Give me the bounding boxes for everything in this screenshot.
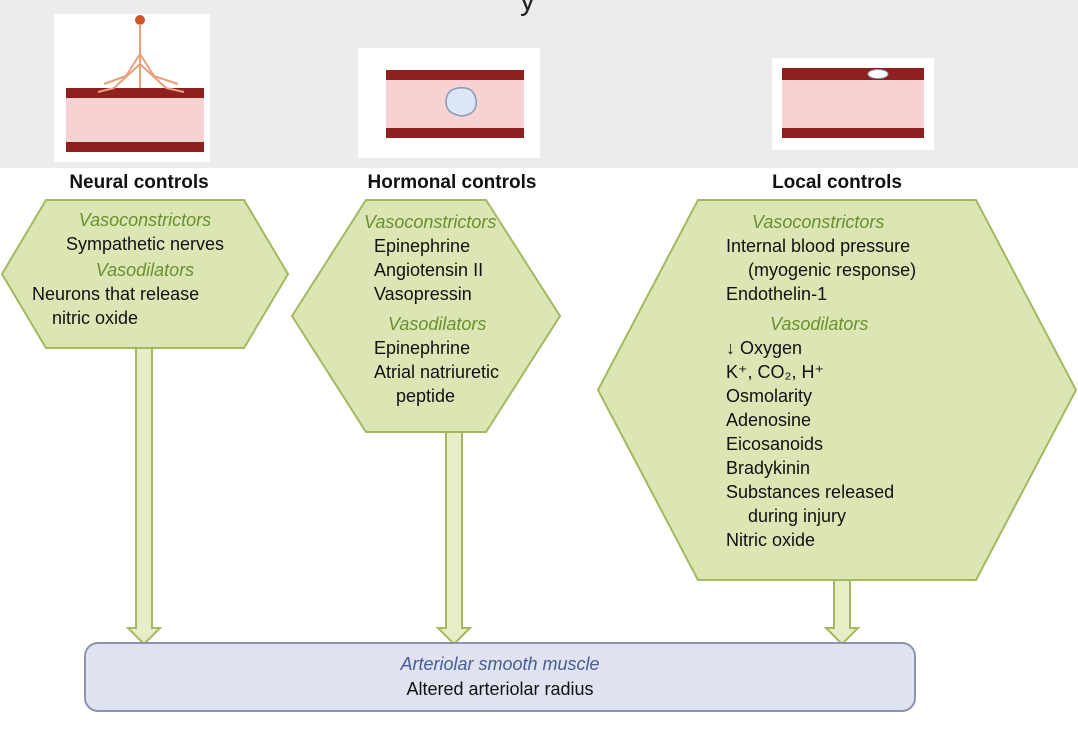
hormonal-vasodilator-item: Atrial natriuretic (374, 362, 500, 382)
neural-vasodilator-item: nitric oxide (52, 308, 139, 328)
local-vasodilator-item: Osmolarity (726, 386, 813, 406)
neural-controls-box: Vasoconstrictors Sympathetic nerves Vaso… (0, 198, 290, 350)
local-controls-box: Vasoconstrictors Internal blood pressure… (596, 198, 1078, 582)
hormonal-arrow (435, 420, 473, 646)
local-vasodilator-item: Bradykinin (726, 458, 811, 478)
local-vasoconstrictor-item: (myogenic response) (748, 260, 917, 280)
hormonal-vasoconstrictor-item: Epinephrine (374, 236, 471, 256)
hormonal-vasoconstrictor-item: Vasopressin (374, 284, 472, 304)
local-vasoconstrictor-item: Endothelin-1 (726, 284, 828, 304)
local-vasodilator-item: Nitric oxide (726, 530, 816, 550)
hormonal-vasodilators-label: Vasodilators (388, 314, 487, 334)
local-vasoconstrictors-label: Vasoconstrictors (752, 212, 885, 232)
neural-vasoconstrictors-label: Vasoconstrictors (78, 210, 212, 230)
hormonal-vasodilator-item: Epinephrine (374, 338, 471, 358)
local-arrow (823, 572, 861, 646)
local-controls-title: Local controls (772, 172, 902, 193)
hormone-in-vessel-icon (386, 70, 524, 138)
local-vasodilators-label: Vasodilators (770, 314, 869, 334)
local-vessel-illustration (772, 58, 934, 150)
local-vessel-icon (782, 68, 924, 138)
local-vasodilator-item: Adenosine (726, 410, 812, 430)
neural-vasoconstrictor-item: Sympathetic nerves (65, 234, 225, 254)
neural-vasodilators-label: Vasodilators (95, 260, 195, 280)
hormonal-vessel-illustration (358, 48, 540, 158)
hormonal-vasodilator-item: peptide (396, 386, 456, 406)
local-vasodilator-item: Substances released (726, 482, 895, 502)
neural-vasodilator-item: Neurons that release (32, 284, 200, 304)
hormonal-controls-title: Hormonal controls (367, 172, 537, 193)
title-fragment: y (520, 0, 535, 17)
hormonal-vasoconstrictors-label: Vasoconstrictors (364, 212, 497, 232)
local-vasodilator-item: ↓ Oxygen (726, 338, 803, 358)
hormonal-vasoconstrictor-item: Angiotensin II (374, 260, 484, 280)
altered-radius-label: Altered arteriolar radius (406, 679, 594, 699)
neural-vessel-illustration (54, 14, 210, 162)
neural-arrow (125, 340, 163, 646)
hormonal-controls-box: Vasoconstrictors Epinephrine Angiotensin… (290, 198, 562, 434)
local-vasoconstrictor-item: Internal blood pressure (726, 236, 911, 256)
arteriolar-smooth-muscle-box: Arteriolar smooth muscle Altered arterio… (84, 642, 916, 712)
neural-controls-title: Neural controls (69, 172, 209, 193)
arteriolar-smooth-muscle-label: Arteriolar smooth muscle (400, 654, 600, 674)
local-vasodilator-item: during injury (748, 506, 847, 526)
neuron-on-vessel-icon (66, 15, 204, 152)
local-vasodilator-item: K⁺, CO₂, H⁺ (726, 362, 824, 382)
local-vasodilator-item: Eicosanoids (726, 434, 824, 454)
